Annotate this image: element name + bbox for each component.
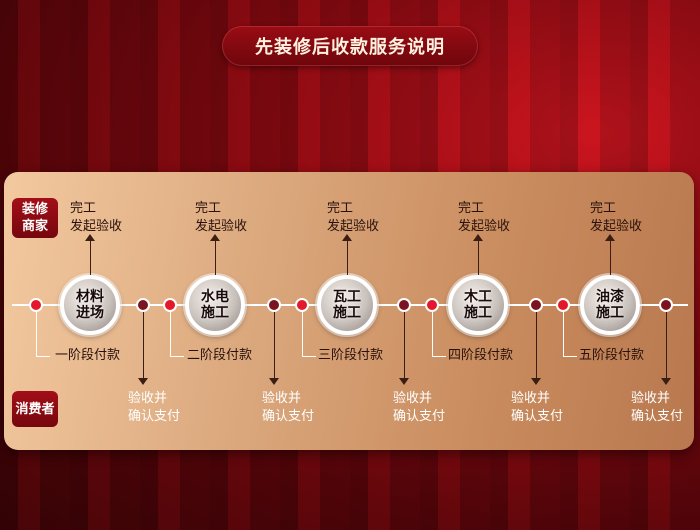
completion-arrow-icon (473, 234, 483, 241)
stage-name-label: 木工 施工 (464, 289, 492, 321)
completion-arrow-icon (85, 234, 95, 241)
role-merchant-badge: 装修 商家 (12, 198, 58, 238)
role-merchant-label: 装修 商家 (21, 202, 48, 234)
completion-line (215, 240, 216, 275)
role-consumer-label: 消费者 (15, 401, 55, 417)
role-consumer-badge: 消费者 (12, 391, 58, 427)
confirm-pay-label: 确认支付 (128, 409, 181, 424)
confirm-label: 验收并 (631, 391, 671, 406)
payment-drop-line (302, 312, 303, 356)
stage-end-dot (136, 298, 150, 312)
stage-node: 材料 进场 (60, 275, 120, 335)
stage-node: 瓦工 施工 (317, 275, 377, 335)
stage-payment-label: 五阶段付款 (579, 348, 645, 363)
payment-drop-line (170, 312, 171, 356)
confirm-label: 验收并 (128, 391, 168, 406)
payment-connector (302, 356, 316, 357)
stage-end-dot (397, 298, 411, 312)
page-title: 先装修后收款服务说明 (222, 26, 478, 66)
payment-connector (432, 356, 446, 357)
completion-action-label: 发起验收 (70, 219, 123, 234)
confirm-line (274, 312, 275, 380)
payment-connector (563, 356, 577, 357)
stage-end-dot (267, 298, 281, 312)
payment-drop-line (36, 312, 37, 356)
stage-start-dot (163, 298, 177, 312)
stage-name-label: 水电 施工 (201, 289, 229, 321)
stage-end-dot (529, 298, 543, 312)
confirm-pay-label: 确认支付 (631, 409, 684, 424)
stage-name-label: 油漆 施工 (596, 289, 624, 321)
confirm-label: 验收并 (511, 391, 551, 406)
confirm-arrow-icon (531, 378, 541, 385)
stage-start-dot (29, 298, 43, 312)
completion-arrow-icon (605, 234, 615, 241)
confirm-line (666, 312, 667, 380)
confirm-arrow-icon (138, 378, 148, 385)
completion-label: 完工 (70, 201, 97, 216)
stage-payment-label: 四阶段付款 (448, 348, 514, 363)
completion-label: 完工 (458, 201, 485, 216)
stage-node: 油漆 施工 (580, 275, 640, 335)
stage-node: 木工 施工 (448, 275, 508, 335)
stage-start-dot (425, 298, 439, 312)
confirm-label: 验收并 (262, 391, 302, 406)
confirm-line (143, 312, 144, 380)
stage-start-dot (295, 298, 309, 312)
confirm-arrow-icon (269, 378, 279, 385)
stage-payment-label: 三阶段付款 (318, 348, 384, 363)
confirm-line (536, 312, 537, 380)
stage-start-dot (556, 298, 570, 312)
completion-label: 完工 (195, 201, 222, 216)
completion-line (90, 240, 91, 275)
completion-line (347, 240, 348, 275)
confirm-line (404, 312, 405, 380)
completion-label: 完工 (590, 201, 617, 216)
confirm-pay-label: 确认支付 (393, 409, 446, 424)
confirm-arrow-icon (399, 378, 409, 385)
confirm-label: 验收并 (393, 391, 433, 406)
stage-payment-label: 二阶段付款 (187, 348, 253, 363)
completion-action-label: 发起验收 (590, 219, 643, 234)
stage-payment-label: 一阶段付款 (55, 348, 121, 363)
completion-action-label: 发起验收 (458, 219, 511, 234)
completion-action-label: 发起验收 (327, 219, 380, 234)
payment-connector (36, 356, 50, 357)
completion-line (610, 240, 611, 275)
stage-name-label: 瓦工 施工 (333, 289, 361, 321)
completion-action-label: 发起验收 (195, 219, 248, 234)
payment-connector (170, 356, 184, 357)
stage-name-label: 材料 进场 (76, 289, 104, 321)
payment-drop-line (432, 312, 433, 356)
completion-arrow-icon (210, 234, 220, 241)
payment-drop-line (563, 312, 564, 356)
completion-line (478, 240, 479, 275)
confirm-arrow-icon (661, 378, 671, 385)
stage-node: 水电 施工 (185, 275, 245, 335)
confirm-pay-label: 确认支付 (262, 409, 315, 424)
completion-label: 完工 (327, 201, 354, 216)
completion-arrow-icon (342, 234, 352, 241)
stage-end-dot (659, 298, 673, 312)
confirm-pay-label: 确认支付 (511, 409, 564, 424)
